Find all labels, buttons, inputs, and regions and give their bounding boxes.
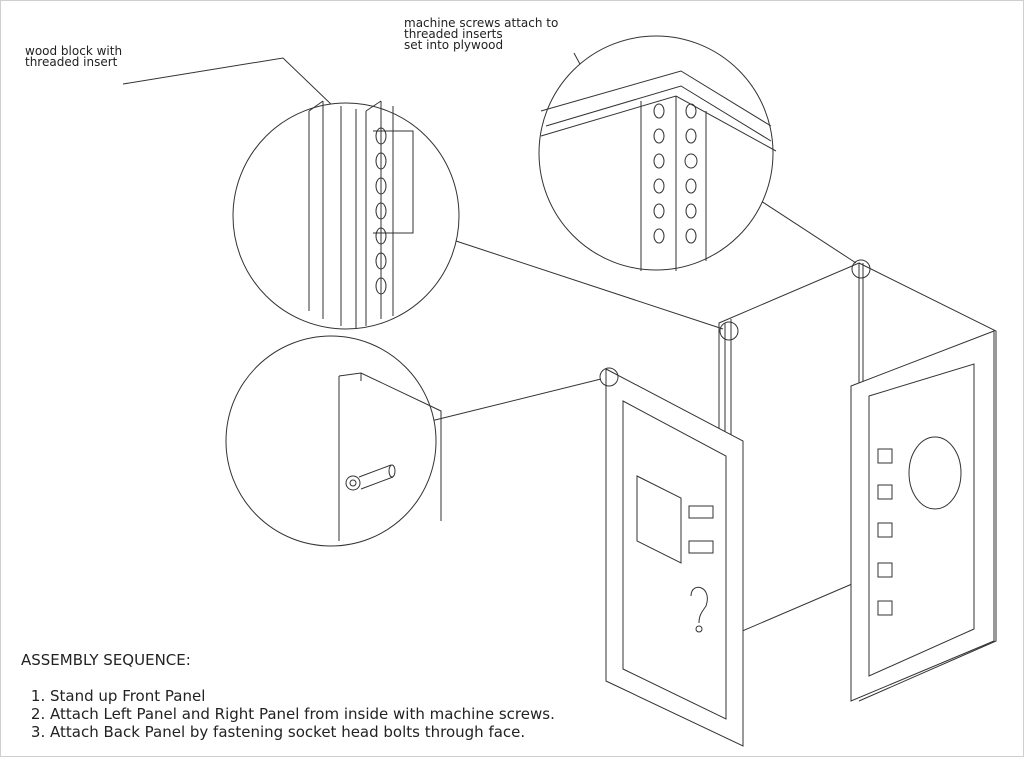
- detail-socket-bolt: [225, 335, 442, 547]
- zoom-marker-2: [719, 321, 739, 341]
- assembly-step: Attach Back Panel by fastening socket he…: [50, 723, 555, 741]
- zoom-marker-1: [599, 367, 619, 387]
- leader-detail2: [760, 200, 857, 264]
- hole-column: [653, 103, 698, 244]
- hole-column: [375, 127, 387, 295]
- zoom-marker-3: [851, 259, 871, 279]
- assembly-steps: Stand up Front Panel Attach Left Panel a…: [21, 687, 555, 741]
- assembly-title: ASSEMBLY SEQUENCE:: [21, 651, 191, 669]
- callout-wood-block: wood block with threaded insert: [25, 44, 123, 69]
- right-panel: [850, 330, 995, 702]
- detail-wood-block: [232, 100, 460, 330]
- front-panel: [605, 368, 744, 747]
- assembly-step: Stand up Front Panel: [50, 687, 555, 705]
- assembly-sequence: ASSEMBLY SEQUENCE: Stand up Front Panel …: [21, 651, 555, 741]
- detail-machine-screws: [538, 35, 777, 271]
- leader-detail3: [430, 378, 602, 422]
- leader-detail1: [455, 240, 724, 330]
- assembly-step: Attach Left Panel and Right Panel from i…: [50, 705, 555, 723]
- callout-machine-screws: machine screws attach to threaded insert…: [404, 16, 559, 52]
